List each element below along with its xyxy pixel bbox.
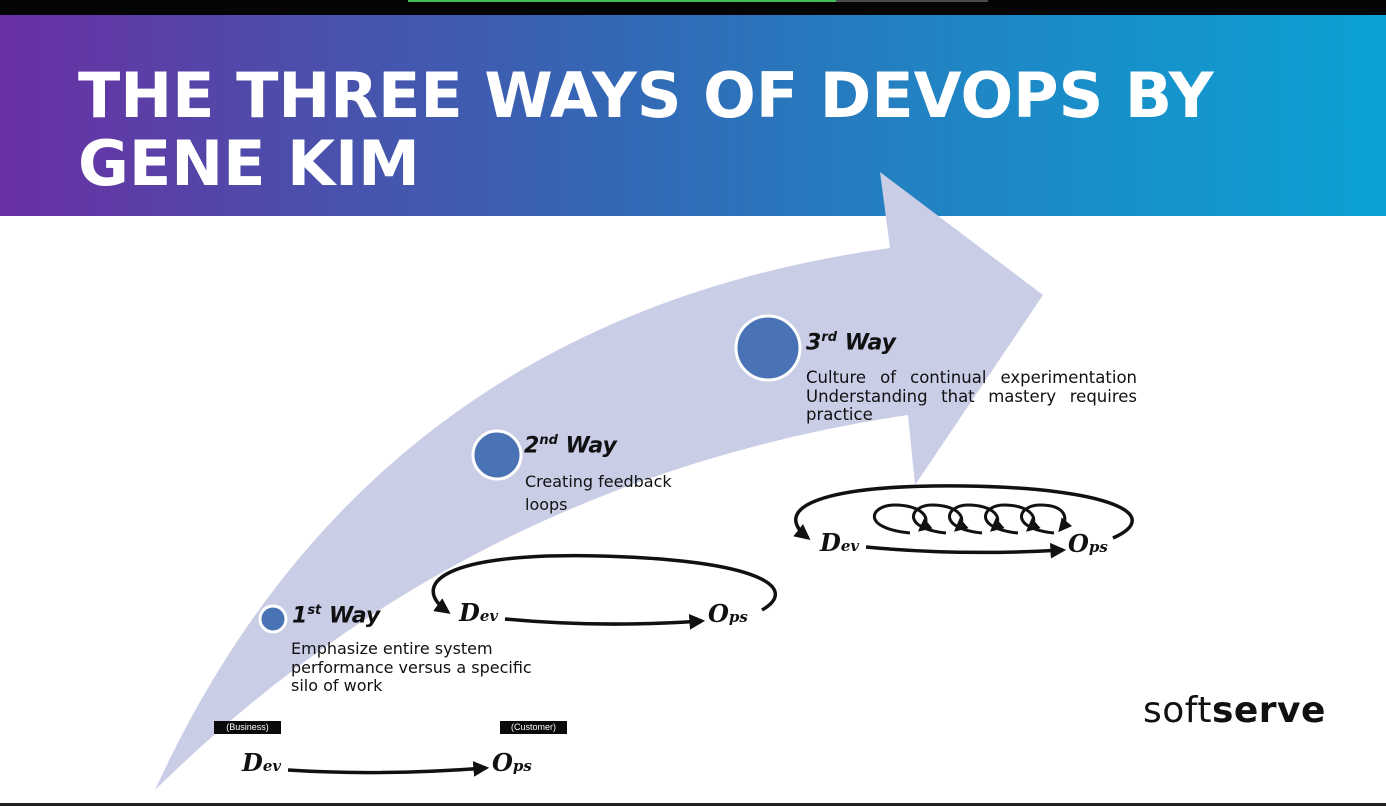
way-2-circle — [471, 429, 523, 481]
dev-to-ops-arrow-2 — [504, 614, 706, 630]
way-3-circle — [734, 314, 802, 382]
dev-label-1: Dev — [242, 748, 282, 777]
big-curved-arrow — [155, 172, 1043, 790]
way-3-title: 3rd Way — [806, 330, 896, 356]
way-1-circle — [258, 604, 288, 634]
window-top-bar — [0, 0, 1386, 15]
way-1-title: 1st Way — [292, 603, 381, 629]
dev-to-ops-arrow-1 — [287, 761, 490, 777]
ops-label-2: Ops — [708, 599, 748, 628]
experimentation-loop-arrow — [793, 484, 1134, 540]
way-3-description: Culture of continual experimentation Und… — [806, 368, 1137, 424]
dev-to-ops-arrow-3 — [865, 542, 1067, 559]
tab-indicator — [836, 0, 988, 2]
softserve-logo: softserve — [1143, 690, 1326, 731]
business-tag: (Business) — [214, 721, 281, 734]
way-2-description: Creating feedback loops — [525, 472, 672, 514]
ops-label-1: Ops — [492, 748, 532, 777]
customer-tag: (Customer) — [500, 721, 567, 734]
active-tab-indicator — [408, 0, 836, 2]
ops-label-3: Ops — [1068, 529, 1108, 558]
dev-label-3: Dev — [820, 528, 860, 557]
way-1-description: Emphasize entire system performance vers… — [291, 639, 532, 695]
bottom-border — [0, 803, 1386, 806]
feedback-loop-arrow-2 — [431, 553, 777, 614]
slide-header — [0, 15, 1386, 216]
way-2-title: 2nd Way — [524, 433, 617, 459]
dev-label-2: Dev — [459, 598, 499, 627]
small-loops-group — [872, 503, 1073, 535]
slide-title: THE THREE WAYS OF DEVOPS BY GENE KIM — [78, 59, 1214, 200]
